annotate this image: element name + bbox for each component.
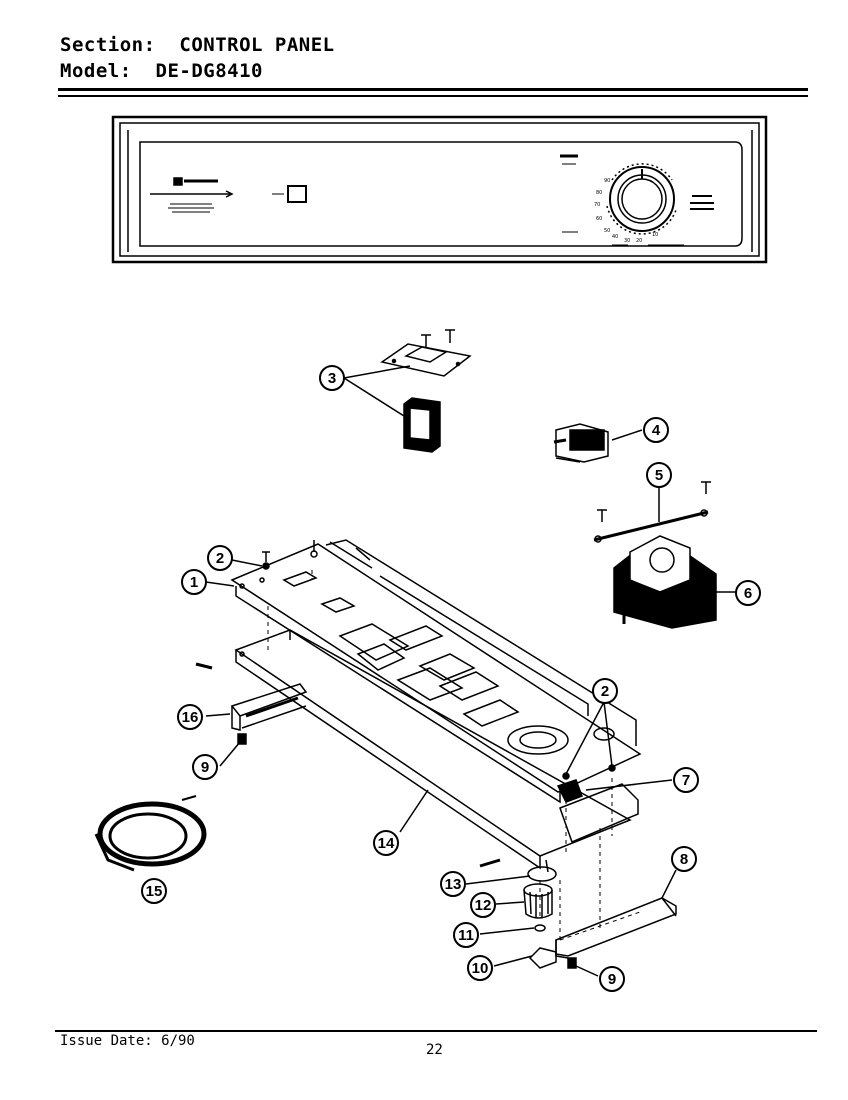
dial-number: 40 bbox=[612, 234, 618, 240]
part-6-timer bbox=[613, 535, 717, 629]
callout-6: 6 bbox=[744, 585, 752, 602]
issue-date: Issue Date: 6/90 bbox=[60, 1033, 195, 1049]
callout-1: 1 bbox=[190, 574, 198, 591]
section-value: CONTROL PANEL bbox=[179, 34, 335, 56]
callout-9-left: 9 bbox=[201, 759, 209, 776]
brand-logo-icon bbox=[173, 177, 183, 186]
part-9-clip-left bbox=[237, 733, 247, 745]
model-value: DE-DG8410 bbox=[155, 60, 263, 82]
callout-10: 10 bbox=[472, 960, 489, 977]
part-15-harness-coil bbox=[94, 795, 207, 872]
part-3-switch-assembly bbox=[380, 329, 472, 453]
callout-15: 15 bbox=[146, 883, 163, 900]
dial-number: 10 bbox=[652, 232, 658, 238]
part-1-console-panel bbox=[230, 539, 642, 804]
part-5-strap bbox=[593, 481, 711, 543]
callout-16: 16 bbox=[182, 709, 199, 726]
callout-11: 11 bbox=[458, 927, 474, 944]
start-button-icon bbox=[287, 185, 307, 203]
page-number: 22 bbox=[426, 1042, 443, 1058]
part-13-washer bbox=[527, 866, 557, 882]
part-9-clip-right bbox=[567, 957, 577, 969]
callout-8: 8 bbox=[680, 851, 688, 868]
part-8-bracket bbox=[555, 897, 677, 959]
callout-4: 4 bbox=[652, 422, 661, 439]
callout-7: 7 bbox=[682, 772, 690, 789]
dial-number: 20 bbox=[636, 238, 642, 244]
part-16-bracket bbox=[230, 683, 308, 731]
part-12-knob bbox=[523, 883, 553, 919]
control-panel-front-view bbox=[111, 115, 768, 264]
dial-scale-numbers: 80 70 60 50 40 30 20 10 90 bbox=[594, 178, 658, 244]
dial-number: 30 bbox=[624, 238, 630, 244]
dial-number: 70 bbox=[594, 202, 600, 208]
callout-circles bbox=[141, 365, 761, 992]
callout-3: 3 bbox=[328, 370, 336, 387]
dial-number: 60 bbox=[596, 216, 602, 222]
dial-number: 80 bbox=[596, 190, 602, 196]
timer-dial-icon bbox=[606, 163, 677, 235]
callout-2-top: 2 bbox=[216, 550, 224, 567]
part-7-clip bbox=[556, 779, 583, 803]
part-13-spring bbox=[479, 858, 501, 868]
callout-9-right: 9 bbox=[608, 971, 616, 988]
part-11-clip bbox=[534, 924, 546, 932]
model-label: Model: bbox=[60, 60, 132, 82]
callout-5: 5 bbox=[655, 467, 663, 484]
callout-numbers: 3 4 5 6 2 1 16 9 2 7 14 8 15 13 12 11 10… bbox=[146, 370, 753, 988]
model-heading: Model: DE-DG8410 bbox=[60, 60, 263, 82]
callout-13: 13 bbox=[445, 876, 462, 893]
dial-number: 50 bbox=[604, 228, 610, 234]
callout-2-right: 2 bbox=[601, 683, 609, 700]
dial-number: 90 bbox=[604, 178, 610, 184]
header-rule-thick bbox=[58, 88, 808, 91]
section-heading: Section: CONTROL PANEL bbox=[60, 34, 335, 56]
part-10-skirt bbox=[528, 947, 557, 969]
footer-rule bbox=[55, 1030, 817, 1032]
part-4-relay bbox=[553, 423, 609, 463]
callout-12: 12 bbox=[475, 897, 492, 914]
header-rule-thin bbox=[58, 95, 808, 97]
section-label: Section: bbox=[60, 34, 156, 56]
callout-14: 14 bbox=[378, 835, 395, 852]
